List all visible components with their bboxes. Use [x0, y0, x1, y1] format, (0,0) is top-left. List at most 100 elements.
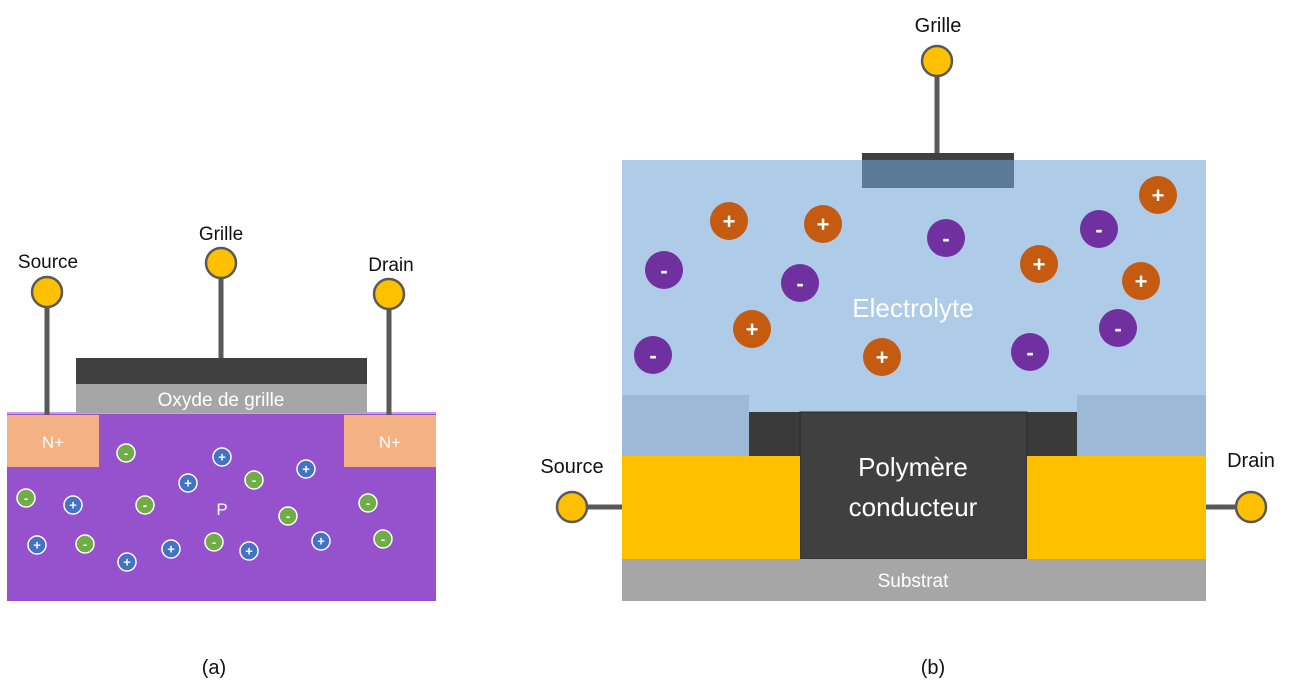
source-electrode — [622, 456, 800, 559]
svg-text:-: - — [124, 446, 128, 461]
hole-carrier: + — [311, 531, 331, 551]
cation-ion: + — [1139, 176, 1177, 214]
cation-ion: + — [1122, 262, 1160, 300]
svg-text:-: - — [660, 258, 667, 283]
gate-electrode-top — [862, 153, 1014, 161]
gate-electrode — [862, 160, 1014, 188]
panel-a-mosfet: N+ N+ Oxyde de grille Source Grille Drai… — [7, 224, 436, 679]
svg-text:+: + — [33, 538, 41, 553]
n-plus-left-label: N+ — [42, 433, 64, 452]
electrolyte-label: Electrolyte — [852, 293, 973, 323]
svg-text:-: - — [366, 496, 370, 511]
polymer-label-line1: Polymère — [858, 452, 968, 482]
source-label: Source — [18, 252, 78, 273]
svg-text:+: + — [1033, 252, 1046, 277]
svg-text:-: - — [649, 343, 656, 368]
hole-carrier: + — [212, 447, 232, 467]
anion-ion: - — [1080, 210, 1118, 248]
electron-carrier: - — [116, 443, 136, 463]
encapsulation-right — [1077, 395, 1206, 457]
hole-carrier: + — [178, 473, 198, 493]
substrat-label: Substrat — [878, 571, 949, 592]
gate-oxide — [76, 384, 367, 413]
hole-carrier: + — [296, 459, 316, 479]
svg-text:-: - — [252, 473, 256, 488]
n-plus-left-region — [7, 415, 99, 467]
svg-text:-: - — [83, 537, 87, 552]
anion-ion: - — [1099, 309, 1137, 347]
anion-ion: - — [1011, 333, 1049, 371]
hole-carrier: + — [63, 495, 83, 515]
svg-text:+: + — [302, 462, 310, 477]
n-plus-right-region — [344, 415, 436, 467]
polymer-label-line2: conducteur — [849, 492, 978, 522]
gate-label: Grille — [199, 224, 243, 245]
cation-ion: + — [733, 310, 771, 348]
hole-carrier: + — [27, 535, 47, 555]
svg-text:-: - — [1026, 340, 1033, 365]
cation-ion: + — [804, 205, 842, 243]
conducting-polymer — [799, 411, 1028, 560]
hole-carrier: + — [117, 552, 137, 572]
electron-carrier: - — [75, 534, 95, 554]
caption-a: (a) — [202, 657, 226, 679]
svg-text:+: + — [167, 542, 175, 557]
svg-text:+: + — [218, 450, 226, 465]
svg-text:-: - — [286, 509, 290, 524]
n-plus-right-label: N+ — [379, 433, 401, 452]
anion-ion: - — [645, 251, 683, 289]
svg-text:-: - — [942, 226, 949, 251]
hole-carrier: + — [161, 539, 181, 559]
source-label-b: Source — [540, 456, 603, 478]
svg-text:-: - — [381, 532, 385, 547]
svg-text:-: - — [143, 498, 147, 513]
svg-text:+: + — [1152, 183, 1165, 208]
svg-text:+: + — [723, 209, 736, 234]
svg-text:-: - — [212, 535, 216, 550]
caption-b: (b) — [921, 657, 945, 679]
panel-b-oect: Electrolyte Polymère conducteur Substrat… — [540, 15, 1275, 679]
svg-text:-: - — [1114, 316, 1121, 341]
electron-carrier: - — [373, 529, 393, 549]
carrier-group: + + + + + + + + + - - - - - - - - - — [16, 443, 393, 572]
gate-contact-b — [920, 44, 954, 78]
svg-text:+: + — [1135, 269, 1148, 294]
svg-text:-: - — [796, 271, 803, 296]
source-contact-b — [555, 490, 589, 524]
svg-text:+: + — [123, 555, 131, 570]
drain-contact — [372, 277, 406, 311]
electron-carrier: - — [244, 470, 264, 490]
cation-ion: + — [1020, 245, 1058, 283]
encapsulation-left — [622, 395, 749, 457]
drain-label-b: Drain — [1227, 450, 1275, 472]
hole-carrier: + — [239, 541, 259, 561]
substrat-layer — [622, 559, 1206, 601]
drain-contact-b — [1234, 490, 1268, 524]
svg-text:-: - — [24, 491, 28, 506]
gate-oxide-label: Oxyde de grille — [158, 390, 285, 411]
drain-label: Drain — [368, 255, 413, 276]
anion-ion: - — [781, 264, 819, 302]
svg-text:+: + — [746, 317, 759, 342]
gate-label-b: Grille — [915, 15, 962, 37]
gate-metal — [76, 358, 367, 384]
svg-text:+: + — [817, 212, 830, 237]
electron-carrier: - — [358, 493, 378, 513]
svg-text:-: - — [1095, 217, 1102, 242]
ion-group: +++++++------- — [634, 176, 1177, 376]
cation-ion: + — [863, 338, 901, 376]
electron-carrier: - — [204, 532, 224, 552]
gate-contact — [204, 246, 238, 280]
cation-ion: + — [710, 202, 748, 240]
drain-electrode — [1027, 456, 1206, 559]
svg-text:+: + — [184, 476, 192, 491]
source-contact — [30, 275, 64, 309]
electron-carrier: - — [135, 495, 155, 515]
svg-text:+: + — [317, 534, 325, 549]
p-substrate-label: P — [216, 500, 227, 519]
svg-text:+: + — [876, 345, 889, 370]
electron-carrier: - — [16, 488, 36, 508]
electron-carrier: - — [278, 506, 298, 526]
anion-ion: - — [927, 219, 965, 257]
